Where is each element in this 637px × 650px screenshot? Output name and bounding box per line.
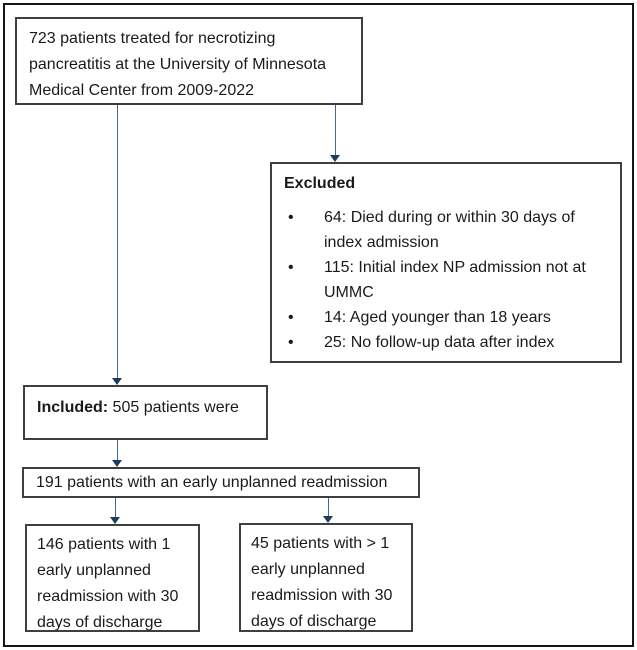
list-item: • 25: No follow-up data after index bbox=[284, 330, 608, 355]
bullet-icon: • bbox=[288, 259, 294, 276]
flow-box-single-readmission: 146 patients with 1 early unplanned read… bbox=[25, 524, 200, 632]
list-item: • 115: Initial index NP admission not at… bbox=[284, 255, 608, 305]
total-patients-text: 723 patients treated for necrotizing pan… bbox=[29, 30, 327, 99]
arrow-down-icon bbox=[323, 516, 333, 523]
flow-box-multiple-readmission: 45 patients with > 1 early unplanned rea… bbox=[239, 523, 413, 632]
excluded-item-text: 115: Initial index NP admission not at U… bbox=[324, 259, 586, 301]
single-readmission-text: 146 patients with 1 early unplanned read… bbox=[37, 536, 179, 631]
excluded-item-text: 25: No follow-up data after index bbox=[324, 334, 555, 351]
arrow-top-to-excluded-line bbox=[335, 105, 336, 156]
figure-border bbox=[3, 3, 634, 647]
flow-box-total-patients: 723 patients treated for necrotizing pan… bbox=[15, 17, 363, 105]
list-item: • 14: Aged younger than 18 years bbox=[284, 305, 608, 330]
excluded-item-text: 14: Aged younger than 18 years bbox=[324, 309, 551, 326]
arrow-down-icon bbox=[112, 460, 122, 467]
excluded-list: • 64: Died during or within 30 days of i… bbox=[284, 205, 608, 355]
included-text: 505 patients were bbox=[108, 399, 239, 416]
flow-box-early-readmission: 191 patients with an early unplanned rea… bbox=[22, 467, 420, 498]
list-item: • 64: Died during or within 30 days of i… bbox=[284, 205, 608, 255]
multiple-readmission-text: 45 patients with > 1 early unplanned rea… bbox=[251, 535, 393, 630]
arrow-down-icon bbox=[112, 378, 122, 385]
arrow-down-icon bbox=[110, 517, 120, 524]
bullet-icon: • bbox=[288, 309, 294, 326]
excluded-title: Excluded bbox=[284, 175, 356, 192]
arrow-readmission-to-multiple-line bbox=[328, 498, 329, 517]
arrow-down-icon bbox=[330, 155, 340, 162]
arrow-top-to-included-line bbox=[117, 105, 118, 378]
arrow-included-to-readmission-line bbox=[117, 440, 118, 461]
excluded-item-text: 64: Died during or within 30 days of ind… bbox=[324, 209, 575, 251]
flow-box-excluded: Excluded • 64: Died during or within 30 … bbox=[270, 162, 622, 363]
arrow-readmission-to-single-line bbox=[115, 498, 116, 518]
early-readmission-text: 191 patients with an early unplanned rea… bbox=[36, 473, 388, 491]
bullet-icon: • bbox=[288, 334, 294, 351]
bullet-icon: • bbox=[288, 209, 294, 226]
included-label: Included: bbox=[37, 399, 109, 416]
flow-box-included: Included: 505 patients were bbox=[23, 385, 268, 440]
